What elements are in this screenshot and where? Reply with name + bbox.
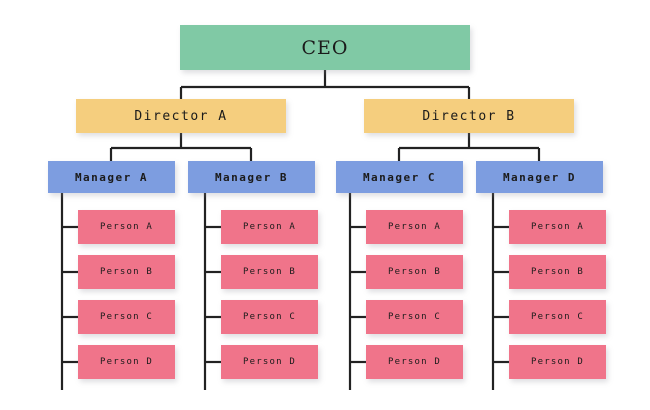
node-person-b3[interactable]: Person C xyxy=(221,300,318,334)
node-person-d4-label: Person D xyxy=(531,357,584,367)
node-ceo[interactable]: CEO xyxy=(180,25,470,70)
node-person-c4[interactable]: Person D xyxy=(366,345,463,379)
node-person-d4[interactable]: Person D xyxy=(509,345,606,379)
node-manager-c-label: Manager C xyxy=(362,170,437,184)
node-person-b2-label: Person B xyxy=(243,267,296,277)
node-person-a1[interactable]: Person A xyxy=(78,210,175,244)
node-person-b3-label: Person C xyxy=(243,312,296,322)
node-person-c1[interactable]: Person A xyxy=(366,210,463,244)
node-person-c1-label: Person A xyxy=(388,222,441,232)
node-person-a4[interactable]: Person D xyxy=(78,345,175,379)
node-person-b1-label: Person A xyxy=(243,222,296,232)
node-person-d2[interactable]: Person B xyxy=(509,255,606,289)
node-director-b-label: Director B xyxy=(422,108,516,124)
node-person-a4-label: Person D xyxy=(100,357,153,367)
node-ceo-label: CEO xyxy=(301,36,349,59)
node-person-a3-label: Person C xyxy=(100,312,153,322)
node-manager-a-label: Manager A xyxy=(74,170,149,184)
node-manager-d[interactable]: Manager D xyxy=(476,161,603,193)
node-person-a2[interactable]: Person B xyxy=(78,255,175,289)
node-person-d3[interactable]: Person C xyxy=(509,300,606,334)
node-person-d1[interactable]: Person A xyxy=(509,210,606,244)
node-director-b[interactable]: Director B xyxy=(364,99,574,133)
node-person-c2[interactable]: Person B xyxy=(366,255,463,289)
node-person-d2-label: Person B xyxy=(531,267,584,277)
node-person-a2-label: Person B xyxy=(100,267,153,277)
node-manager-a[interactable]: Manager A xyxy=(48,161,175,193)
node-manager-d-label: Manager D xyxy=(502,170,577,184)
node-person-c3-label: Person C xyxy=(388,312,441,322)
node-person-d3-label: Person C xyxy=(531,312,584,322)
node-director-a[interactable]: Director A xyxy=(76,99,286,133)
node-director-a-label: Director A xyxy=(134,108,228,124)
node-person-c2-label: Person B xyxy=(388,267,441,277)
node-manager-c[interactable]: Manager C xyxy=(336,161,463,193)
node-manager-b[interactable]: Manager B xyxy=(188,161,315,193)
node-person-b2[interactable]: Person B xyxy=(221,255,318,289)
node-person-c3[interactable]: Person C xyxy=(366,300,463,334)
node-person-a3[interactable]: Person C xyxy=(78,300,175,334)
node-person-b1[interactable]: Person A xyxy=(221,210,318,244)
node-person-d1-label: Person A xyxy=(531,222,584,232)
node-person-b4-label: Person D xyxy=(243,357,296,367)
node-person-c4-label: Person D xyxy=(388,357,441,367)
node-person-b4[interactable]: Person D xyxy=(221,345,318,379)
node-manager-b-label: Manager B xyxy=(214,170,289,184)
node-person-a1-label: Person A xyxy=(100,222,153,232)
